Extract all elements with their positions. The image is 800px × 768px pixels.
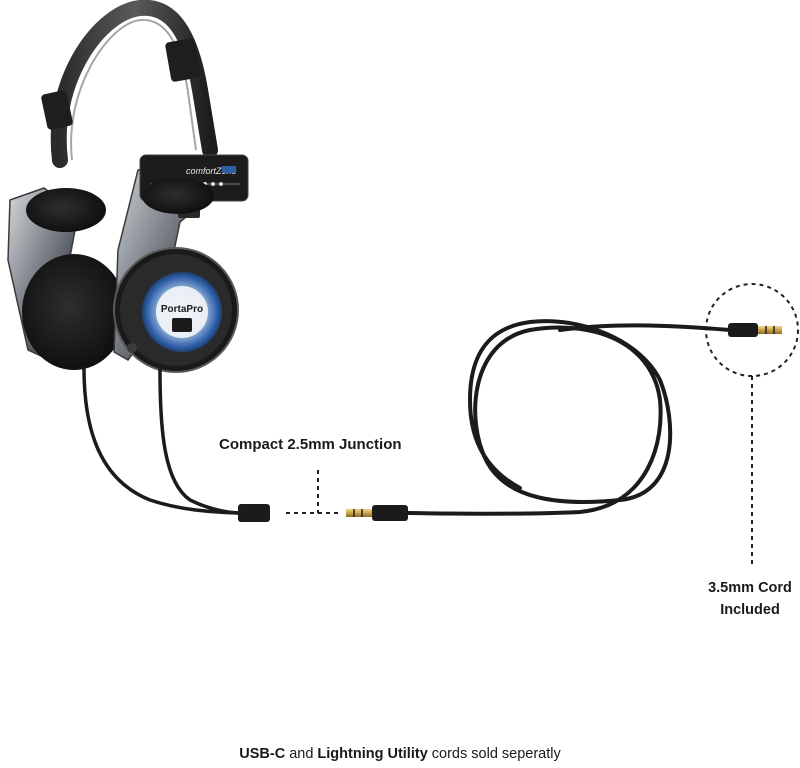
right-cable [158, 368, 240, 515]
cord-callout-line1: 3.5mm Cord [708, 580, 792, 596]
cord-plug-left [346, 505, 408, 521]
footer-and: and [285, 746, 318, 762]
footer-usbc: USB-C [239, 746, 286, 762]
headband-slider-right [165, 38, 201, 82]
footer-lightning: Lightning Utility [317, 746, 428, 762]
cord-callout-label: 3.5mm Cord Included [690, 577, 800, 621]
cord-plug-right [728, 323, 782, 337]
headphone-cables [82, 366, 240, 515]
cord-callout-line2: Included [720, 602, 780, 618]
right-temple-pad [142, 178, 214, 214]
left-temple-pad [26, 188, 106, 232]
earcup-branding: PortaPro [161, 304, 203, 315]
junction-2-5mm [238, 504, 270, 522]
footer-sold-separately: cords sold seperatly [427, 746, 561, 762]
cord-3-5mm [406, 319, 732, 516]
left-cable [82, 366, 240, 515]
headband-branding: comfortZone [186, 166, 237, 176]
footer-note: USB-C and Lightning Utility cords sold s… [0, 746, 800, 762]
headphones: comfortZone PortaPro [7, 0, 249, 373]
left-ear-cushion [22, 254, 126, 370]
junction-callout-label: Compact 2.5mm Junction [219, 436, 402, 453]
headband-slider-left [41, 90, 73, 130]
dotted-guides [286, 283, 799, 565]
